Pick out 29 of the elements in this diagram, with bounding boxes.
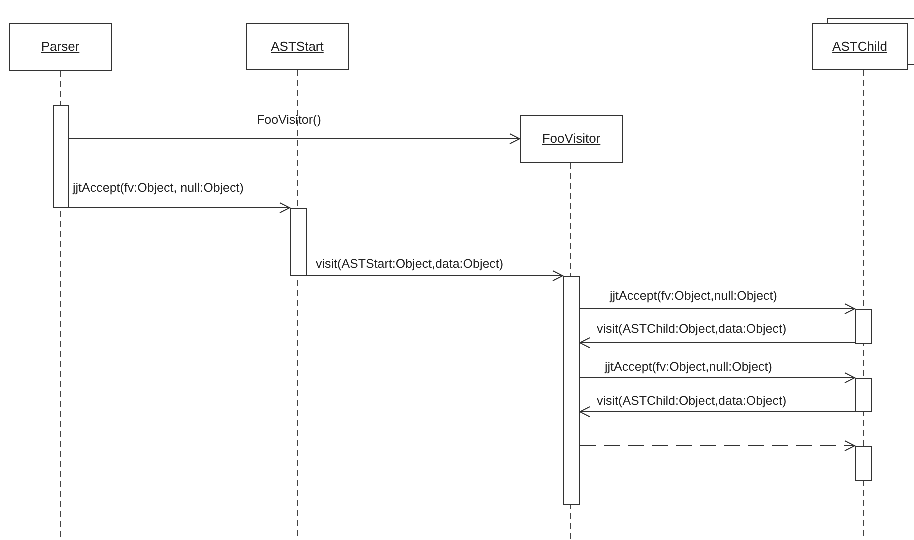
message-label: visit(ASTStart:Object,data:Object) <box>316 256 504 272</box>
message-arrow <box>580 406 856 418</box>
object-box <box>9 23 112 71</box>
message-label: jjtAccept(fv:Object,null:Object) <box>610 288 778 304</box>
message-arrow <box>68 134 520 144</box>
message-arrow <box>68 202 290 214</box>
activation-bar <box>855 446 872 481</box>
object-name: Parser <box>41 38 80 56</box>
message-label: FooVisitor() <box>257 112 322 128</box>
message-arrow <box>306 270 564 282</box>
activation-bar <box>53 105 69 208</box>
message-arrow <box>580 338 856 348</box>
message-label: visit(ASTChild:Object,data:Object) <box>597 321 787 337</box>
activation-bar <box>563 276 580 505</box>
activation-bar <box>855 378 872 412</box>
activation-bar <box>855 309 872 344</box>
message-label: visit(ASTChild:Object,data:Object) <box>597 393 787 409</box>
object-name: ASTStart <box>271 38 324 56</box>
object-name: ASTChild <box>832 38 888 56</box>
message-arrow <box>580 440 856 452</box>
message-arrow <box>580 372 856 384</box>
object-box <box>812 23 908 70</box>
message-arrow <box>580 304 856 314</box>
activation-bar <box>290 208 307 276</box>
object-box <box>246 23 349 70</box>
object-name: FooVisitor <box>542 130 601 148</box>
message-label: jjtAccept(fv:Object, null:Object) <box>73 180 244 196</box>
object-box <box>520 115 623 163</box>
message-label: jjtAccept(fv:Object,null:Object) <box>605 359 772 375</box>
